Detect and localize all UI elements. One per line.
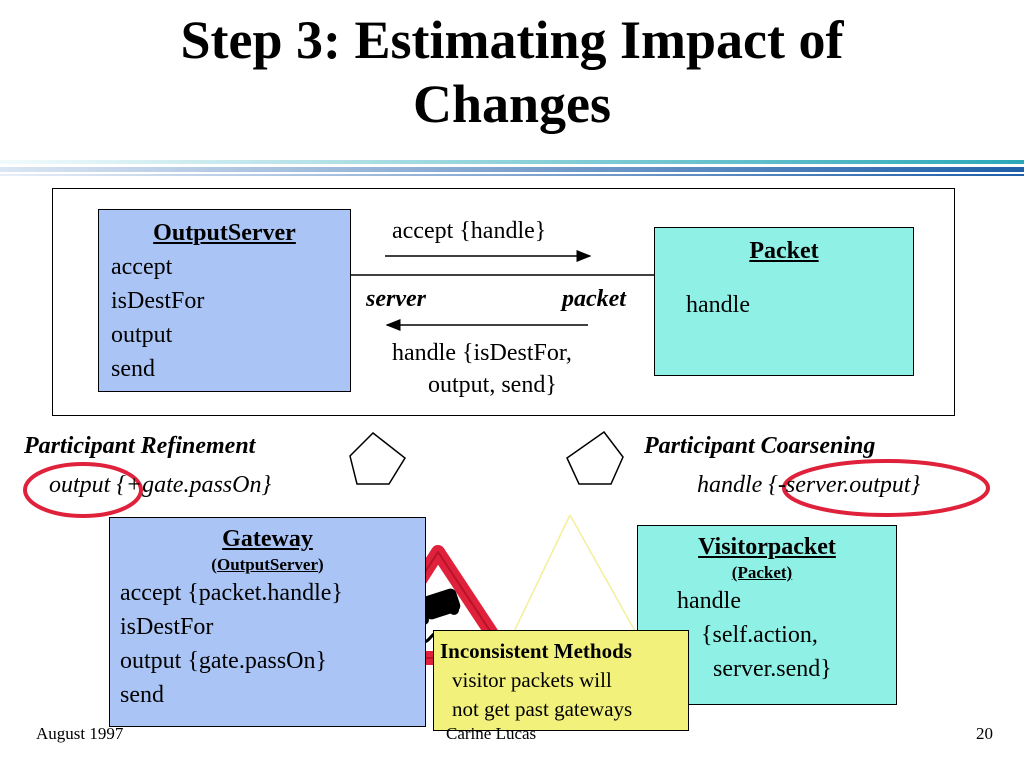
- visitorpacket-parent: (Packet): [731, 563, 793, 582]
- gateway-parent-open: (: [211, 555, 217, 574]
- inconsistent-methods-note: Inconsistent Methods visitor packets wil…: [433, 630, 689, 731]
- method-isdestfor: isDestFor: [111, 288, 205, 314]
- refinement-change: output {+gate.passOn}: [49, 472, 272, 498]
- note-line-2: not get past gateways: [452, 697, 633, 721]
- footer-date: August 1997: [36, 724, 124, 743]
- refinement-highlight-ellipse: [23, 462, 143, 518]
- note-title: Inconsistent Methods: [440, 639, 632, 663]
- title-rule-teal: [0, 160, 1024, 164]
- visitorpacket-self-action: {self.action,: [701, 622, 818, 648]
- handle-message-line1: handle {isDestFor,: [392, 340, 572, 366]
- handle-message-line2: output, send}: [428, 372, 557, 398]
- collaboration-frame: [52, 188, 955, 416]
- coarsening-pentagon-icon: [566, 430, 624, 485]
- background-lines: [509, 514, 641, 641]
- gateway-parent-name: OutputServer: [216, 555, 319, 574]
- gateway-method-output: output {gate.passOn}: [120, 648, 328, 674]
- method-output: output: [111, 322, 173, 348]
- packet-name: Packet: [749, 238, 819, 264]
- visitorpacket-class-box: Visitorpacket (Packet) handle {self.acti…: [637, 525, 897, 705]
- gateway-method-accept: accept {packet.handle}: [120, 580, 343, 606]
- title-line-1: Step 3: Estimating Impact of: [180, 10, 844, 70]
- gateway-method-send: send: [120, 682, 164, 708]
- method-handle: handle: [686, 292, 750, 318]
- slide-title: Step 3: Estimating Impact of Changes: [0, 8, 1024, 136]
- title-rule-blue: [0, 167, 1024, 172]
- gateway-parent: (OutputServer): [110, 554, 425, 576]
- server-role-label: server: [366, 286, 426, 312]
- output-server-class-box: OutputServer accept isDestFor output sen…: [98, 209, 351, 392]
- footer-page-number: 20: [976, 724, 993, 743]
- footer-author: Carine Lucas: [446, 724, 537, 743]
- title-line-2: Changes: [412, 74, 612, 134]
- gateway-class-box: Gateway (OutputServer) accept {packet.ha…: [109, 517, 426, 727]
- gateway-name: Gateway: [222, 526, 313, 552]
- coarsening-change: handle {-server.output}: [697, 472, 921, 498]
- accept-message: accept {handle}: [392, 218, 547, 244]
- gateway-parent-close: ): [318, 555, 324, 574]
- refinement-pentagon-icon: [349, 432, 406, 485]
- method-send: send: [111, 356, 155, 382]
- participant-refinement-label: Participant Refinement: [24, 433, 256, 459]
- output-server-name: OutputServer: [153, 220, 296, 246]
- gateway-method-isdestfor: isDestFor: [120, 614, 214, 640]
- visitorpacket-name: Visitorpacket: [698, 534, 836, 560]
- visitorpacket-handle: handle: [677, 588, 741, 614]
- coarsening-highlight-ellipse: [782, 459, 990, 517]
- participant-coarsening-label: Participant Coarsening: [644, 433, 876, 459]
- note-line-1: visitor packets will: [452, 668, 612, 692]
- packet-class-box: Packet handle: [654, 227, 914, 376]
- packet-role-label: packet: [562, 286, 626, 312]
- title-rule-thin: [0, 174, 1024, 176]
- method-accept: accept: [111, 254, 173, 280]
- visitorpacket-server-send: server.send}: [713, 656, 832, 682]
